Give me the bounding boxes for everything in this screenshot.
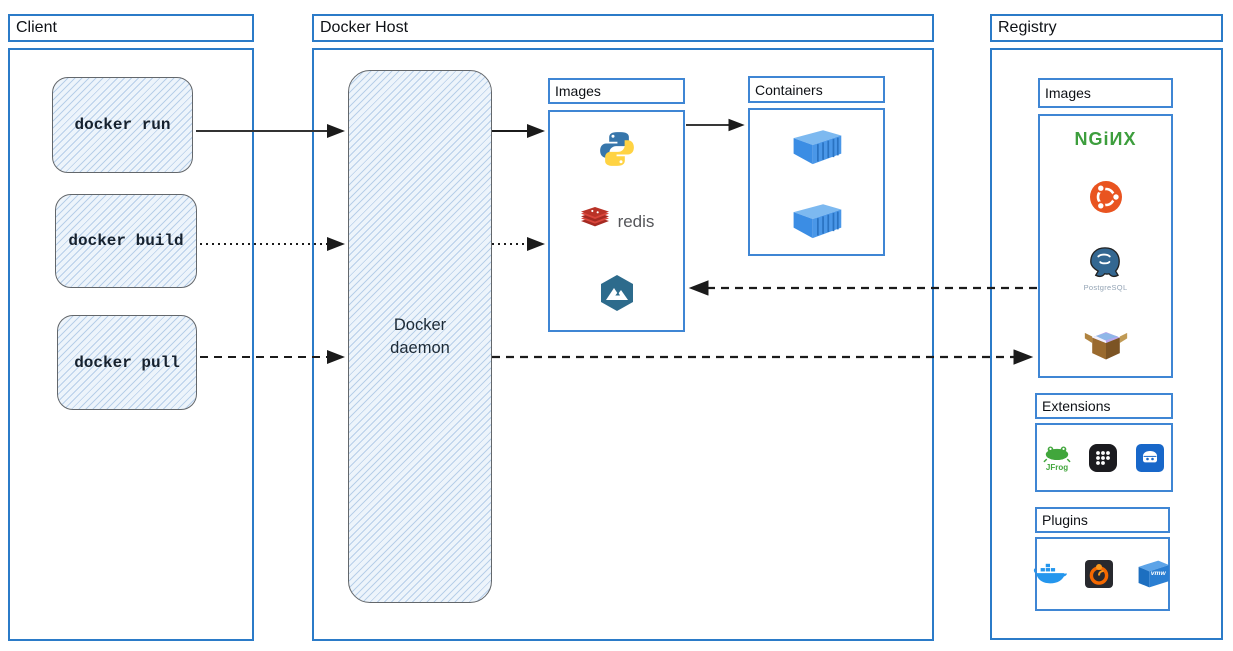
docker-run-label: docker run (74, 116, 171, 134)
registry-plugins-icons: vmw (1033, 537, 1173, 611)
open-box-icon (1083, 324, 1129, 362)
host-images-title-label: Images (555, 83, 601, 99)
shipping-container-icon (791, 199, 843, 239)
registry-extensions-title: Extensions (1035, 393, 1173, 419)
jfrog-logo: JFrog (1043, 444, 1071, 472)
docker-whale-icon (1033, 561, 1067, 587)
docker-daemon-box: Docker daemon (348, 70, 492, 603)
docker-pull-label: docker pull (74, 353, 180, 372)
docker-build-box: docker build (55, 194, 197, 288)
registry-plugins-title: Plugins (1035, 507, 1170, 533)
registry-title-label: Registry (998, 19, 1057, 36)
drive-icon (1135, 443, 1165, 473)
client-title-label: Client (16, 19, 57, 36)
host-images-icons: redis (548, 110, 685, 332)
redis-row: redis (579, 207, 655, 235)
vmware-text: vmw (1150, 570, 1166, 577)
docker-pull-box: docker pull (57, 315, 197, 410)
docker-daemon-label: Docker daemon (390, 316, 450, 357)
vmware-logo: vmw (1131, 557, 1173, 591)
mountain-hexagon-icon (597, 273, 637, 313)
shipping-container-icon (791, 125, 843, 165)
redis-label: redis (617, 211, 655, 231)
ubuntu-logo (1089, 180, 1123, 214)
containers-title-label: Containers (755, 81, 823, 98)
postgresql-label: PostgreSQL (1083, 283, 1128, 293)
docker-host-title-label: Docker Host (320, 19, 409, 36)
docker-host-section-title: Docker Host (312, 14, 934, 42)
postgresql-logo: PostgreSQL (1084, 246, 1128, 292)
nginx-logo: NGiИX (1074, 129, 1137, 150)
registry-extensions-title-label: Extensions (1042, 398, 1111, 414)
registry-section-title: Registry (990, 14, 1223, 42)
grafana-logo (1084, 559, 1114, 589)
registry-images-title-label: Images (1045, 85, 1091, 101)
containers-icons (748, 108, 885, 256)
jfrog-label: JFrog (1045, 462, 1069, 472)
python-icon (597, 129, 637, 169)
redis-icon (579, 207, 611, 235)
registry-plugins-title-label: Plugins (1042, 512, 1088, 528)
registry-images-title: Images (1038, 78, 1173, 108)
registry-images-icons: NGiИX PostgreSQL (1038, 114, 1173, 378)
registry-extensions-icons: JFrog (1035, 423, 1173, 492)
host-images-title: Images (548, 78, 685, 104)
client-section-title: Client (8, 14, 254, 42)
docker-run-box: docker run (52, 77, 193, 173)
docker-build-label: docker build (68, 232, 184, 250)
grid-dots-icon (1088, 443, 1118, 473)
containers-title: Containers (748, 76, 885, 103)
